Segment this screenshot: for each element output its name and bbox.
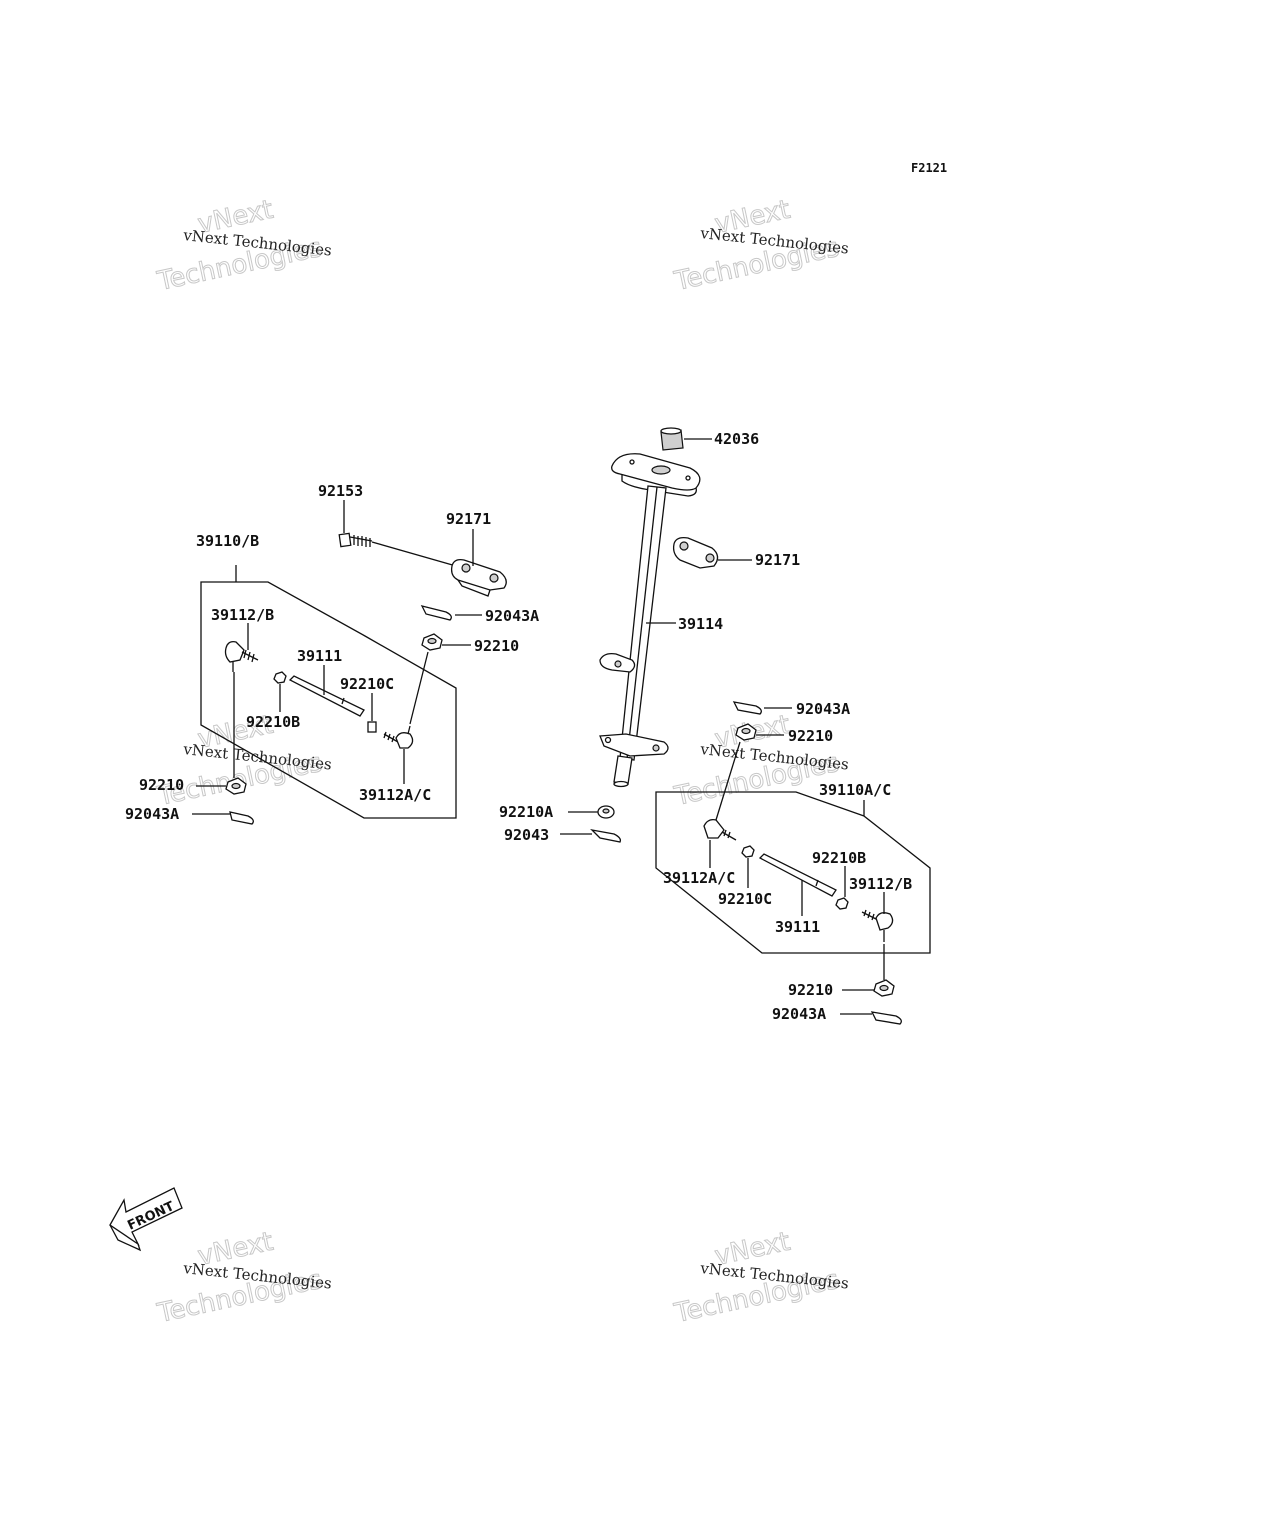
nut-92210-bottomleft (225, 777, 247, 795)
callout-92210-topleft: 92210 (474, 637, 519, 655)
callout-92210-bottomright: 92210 (788, 981, 833, 999)
tie-rod-group-left (192, 565, 482, 825)
shaft-pitman-arm (599, 733, 669, 757)
callout-92171-left: 92171 (446, 510, 491, 528)
callout-92210B-right: 92210B (812, 849, 866, 867)
nut-92210B-left (273, 671, 287, 684)
cotter-pin-92043A-right (732, 701, 762, 715)
cotter-pin-92043A-bottomleft (229, 811, 254, 825)
callout-39112-B-left: 39112/B (211, 606, 274, 624)
watermark-top-left: vNext Technologies vNext Technologies (154, 194, 333, 297)
watermark-mid-left: vNext Technologies vNext Technologies (154, 709, 333, 812)
callout-92210A: 92210A (499, 803, 553, 821)
nut-92210-bottomright (873, 979, 895, 997)
tie-rod-39111-left (288, 675, 365, 717)
tie-rod-39111-right (758, 853, 837, 897)
callout-92043A-bottomright: 92043A (772, 1005, 826, 1023)
callout-39110-B: 39110/B (196, 532, 259, 550)
front-direction-arrow: FRONT (109, 1187, 183, 1252)
nut-92210C-left (367, 721, 377, 733)
watermark-bottom-right: vNext Technologies vNext Technologies (671, 1226, 850, 1329)
bushing-42036 (660, 427, 684, 451)
clamp-92171-right (672, 536, 719, 569)
nut-92210-topleft (421, 633, 443, 651)
callout-39112-B-right: 39112/B (849, 875, 912, 893)
cotter-pin-92043A-top (420, 605, 452, 621)
cotter-pin-92043 (590, 828, 622, 843)
callout-92153: 92153 (318, 482, 363, 500)
watermark-bottom-left: vNext Technologies vNext Technologies (154, 1226, 333, 1329)
callout-92210-right-top: 92210 (788, 727, 833, 745)
callout-92210-bottomleft: 92210 (139, 776, 184, 794)
tie-rod-group-right (655, 701, 931, 1025)
clamp-92171-left (450, 558, 507, 597)
tie-rod-end-39112AC-left (383, 725, 414, 749)
bolt-92153 (338, 532, 373, 548)
nut-92210-right-top (735, 723, 757, 741)
callout-92210C-right: 92210C (718, 890, 772, 908)
callout-39111-right: 39111 (775, 918, 820, 936)
tie-rod-end-39112B-left (224, 640, 259, 672)
callout-39110A-C: 39110A/C (819, 781, 891, 799)
callout-39112A-C-left: 39112A/C (359, 786, 431, 804)
callout-92043A-bottomleft: 92043A (125, 805, 179, 823)
callout-42036: 42036 (714, 430, 759, 448)
figure-code: F2121 (911, 161, 947, 175)
tie-rod-end-39112AC-right (703, 818, 737, 841)
shaft-lower-end (613, 755, 633, 788)
washer-92210A (597, 805, 615, 819)
watermark-top-right: vNext Technologies vNext Technologies (671, 194, 850, 297)
callout-92171-right: 92171 (755, 551, 800, 569)
callout-92210C-left: 92210C (340, 675, 394, 693)
callout-39112A-C-right: 39112A/C (663, 869, 735, 887)
nut-92210B-right (835, 897, 849, 910)
steering-shaft-assembly (599, 427, 712, 788)
nut-92210C-right (741, 845, 755, 858)
shaft-mid-bracket (599, 652, 636, 673)
callout-92043A-top: 92043A (485, 607, 539, 625)
callout-39111-left: 39111 (297, 647, 342, 665)
callout-92043: 92043 (504, 826, 549, 844)
callout-39114: 39114 (678, 615, 723, 633)
tie-rod-end-39112B-right (861, 909, 894, 942)
callout-92210B-left: 92210B (246, 713, 300, 731)
callout-92043A-right: 92043A (796, 700, 850, 718)
cotter-pin-92043A-bottomright (870, 1011, 902, 1025)
